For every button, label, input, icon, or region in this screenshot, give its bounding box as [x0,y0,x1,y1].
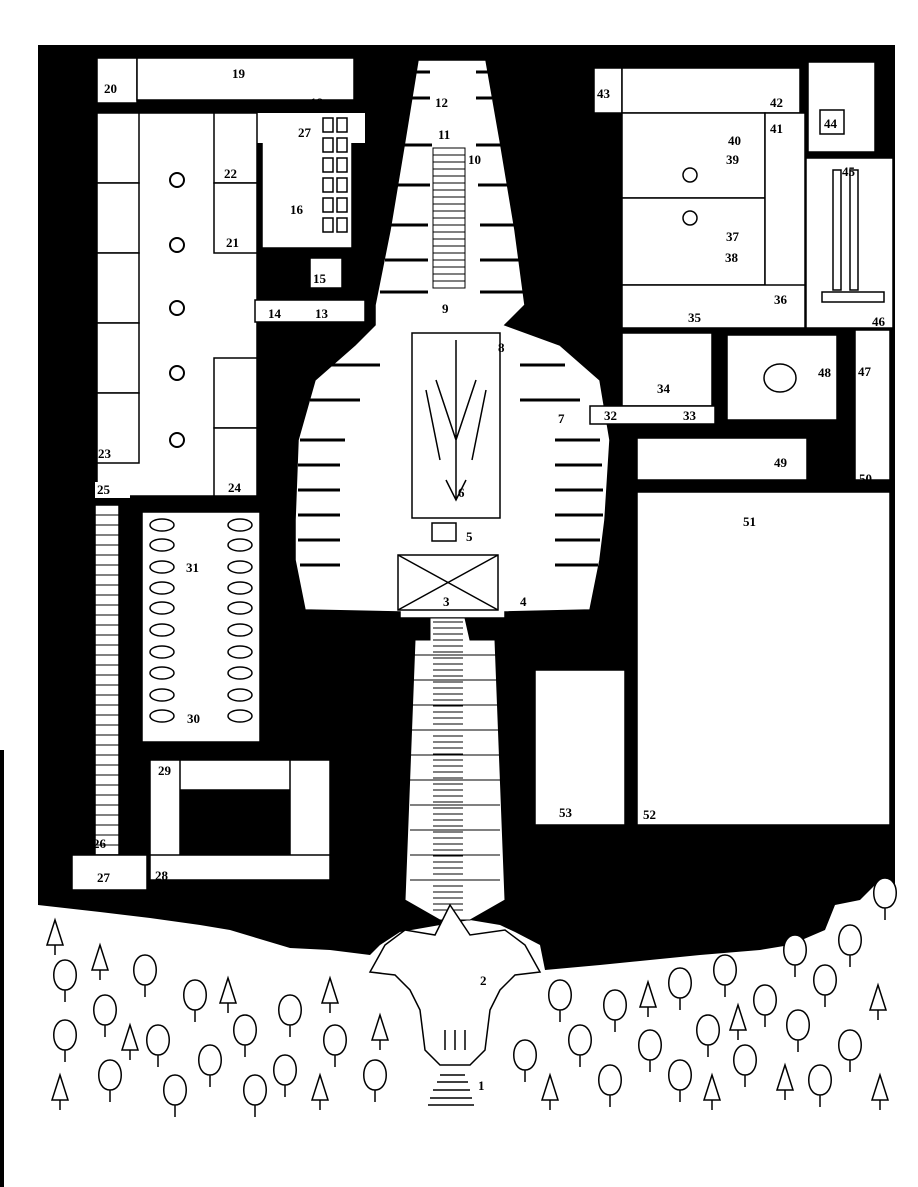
room-label-1: 1 [478,1078,485,1093]
great-hall [294,59,611,619]
room-label-37: 37 [726,229,740,244]
room-label-30: 30 [187,711,200,726]
room-label-21: 21 [226,235,239,250]
room-label-39: 39 [726,152,740,167]
room-label-29: 29 [158,763,172,778]
room-label-43: 43 [597,86,611,101]
room-label-41: 41 [770,121,783,136]
room-label-23: 23 [98,446,112,461]
room-label-15: 15 [313,271,327,286]
room-label-32: 32 [604,408,617,423]
room-label-44: 44 [824,116,838,131]
stair-26 [95,514,119,846]
dorm-tables [169,172,185,448]
dragon-altar [397,332,501,611]
room-label-27-top: 27 [298,125,312,140]
room-label-33: 33 [683,408,697,423]
room-label-11: 11 [438,127,450,142]
room-label-42: 42 [770,95,783,110]
room-label-48: 48 [818,365,832,380]
room-label-12: 12 [435,95,448,110]
dragon-head-gate [368,903,542,1106]
room-label-40: 40 [728,133,741,148]
forest [45,877,897,1117]
room-label-7: 7 [558,411,565,426]
room-label-22: 22 [224,166,237,181]
room-label-13: 13 [315,306,329,321]
room-label-38: 38 [725,250,739,265]
room-label-50: 50 [859,471,872,486]
entrance-stair [404,617,506,921]
room-label-9: 9 [442,301,449,316]
bunk-rooms-left [96,112,258,497]
room-label-34: 34 [657,381,671,396]
room-label-25: 25 [97,482,111,497]
room-label-36: 36 [774,292,788,307]
room-label-24: 24 [228,480,242,495]
room-label-52: 52 [643,807,656,822]
room-label-10: 10 [468,152,481,167]
room-label-26: 26 [93,836,107,851]
room-label-14: 14 [268,306,282,321]
room-label-4: 4 [520,594,527,609]
left-edge-mark [0,750,4,1187]
room-labels: 1 2 3 4 5 6 7 8 9 10 11 12 13 14 15 16 2… [93,66,886,1093]
room-label-3: 3 [443,594,450,609]
room-label-16: 16 [290,202,304,217]
storage-shelves [322,117,348,233]
room-label-46: 46 [872,314,886,329]
room-label-31: 31 [186,560,199,575]
room-label-47: 47 [858,364,872,379]
room-label-6: 6 [458,485,465,500]
east-chambers [534,61,894,826]
room-label-8: 8 [498,340,505,355]
room-label-27-bottom: 27 [97,870,111,885]
room-label-45: 45 [842,164,856,179]
hall-pillars [298,70,603,567]
room-label-49: 49 [774,455,788,470]
barracks-beds [149,518,253,723]
room-label-35: 35 [688,310,702,325]
hall-central-stair [432,147,466,289]
east-furniture [682,109,885,393]
room-label-53: 53 [559,805,573,820]
room-label-18: 18 [310,95,324,110]
room-label-20: 20 [104,81,117,96]
room-label-28: 28 [155,868,169,883]
room-label-5: 5 [466,529,473,544]
room-label-19: 19 [232,66,246,81]
room-label-2: 2 [480,973,487,988]
room-label-51: 51 [743,514,756,529]
